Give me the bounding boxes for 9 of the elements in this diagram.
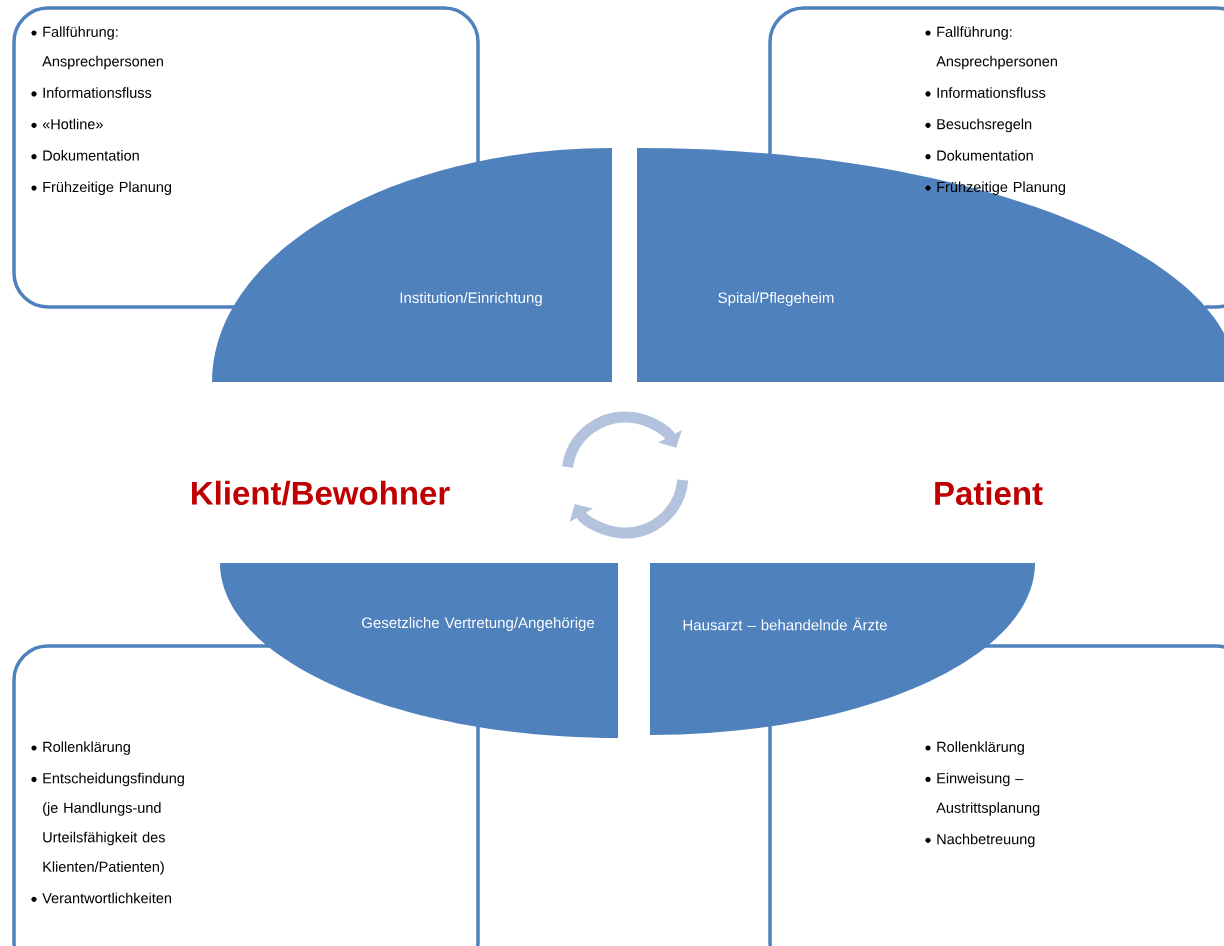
ellipse-segment: Gesetzliche Vertretung/Angehörige <box>220 563 618 738</box>
ellipse-segment: Hausarzt – behandelnde Ärzte <box>650 563 1035 735</box>
node-label: Informationsfluss <box>937 87 1046 98</box>
node-label: Dokumentation <box>937 150 1033 161</box>
node-label: Besuchsregeln <box>937 118 1032 133</box>
heading: Patient <box>935 480 1043 506</box>
ellipse-segment: Institution/Einrichtung <box>212 148 612 382</box>
heading: Klient/Bewohner <box>192 480 450 506</box>
node-label: Fallführung: Ansprechpersonen <box>936 26 1057 70</box>
